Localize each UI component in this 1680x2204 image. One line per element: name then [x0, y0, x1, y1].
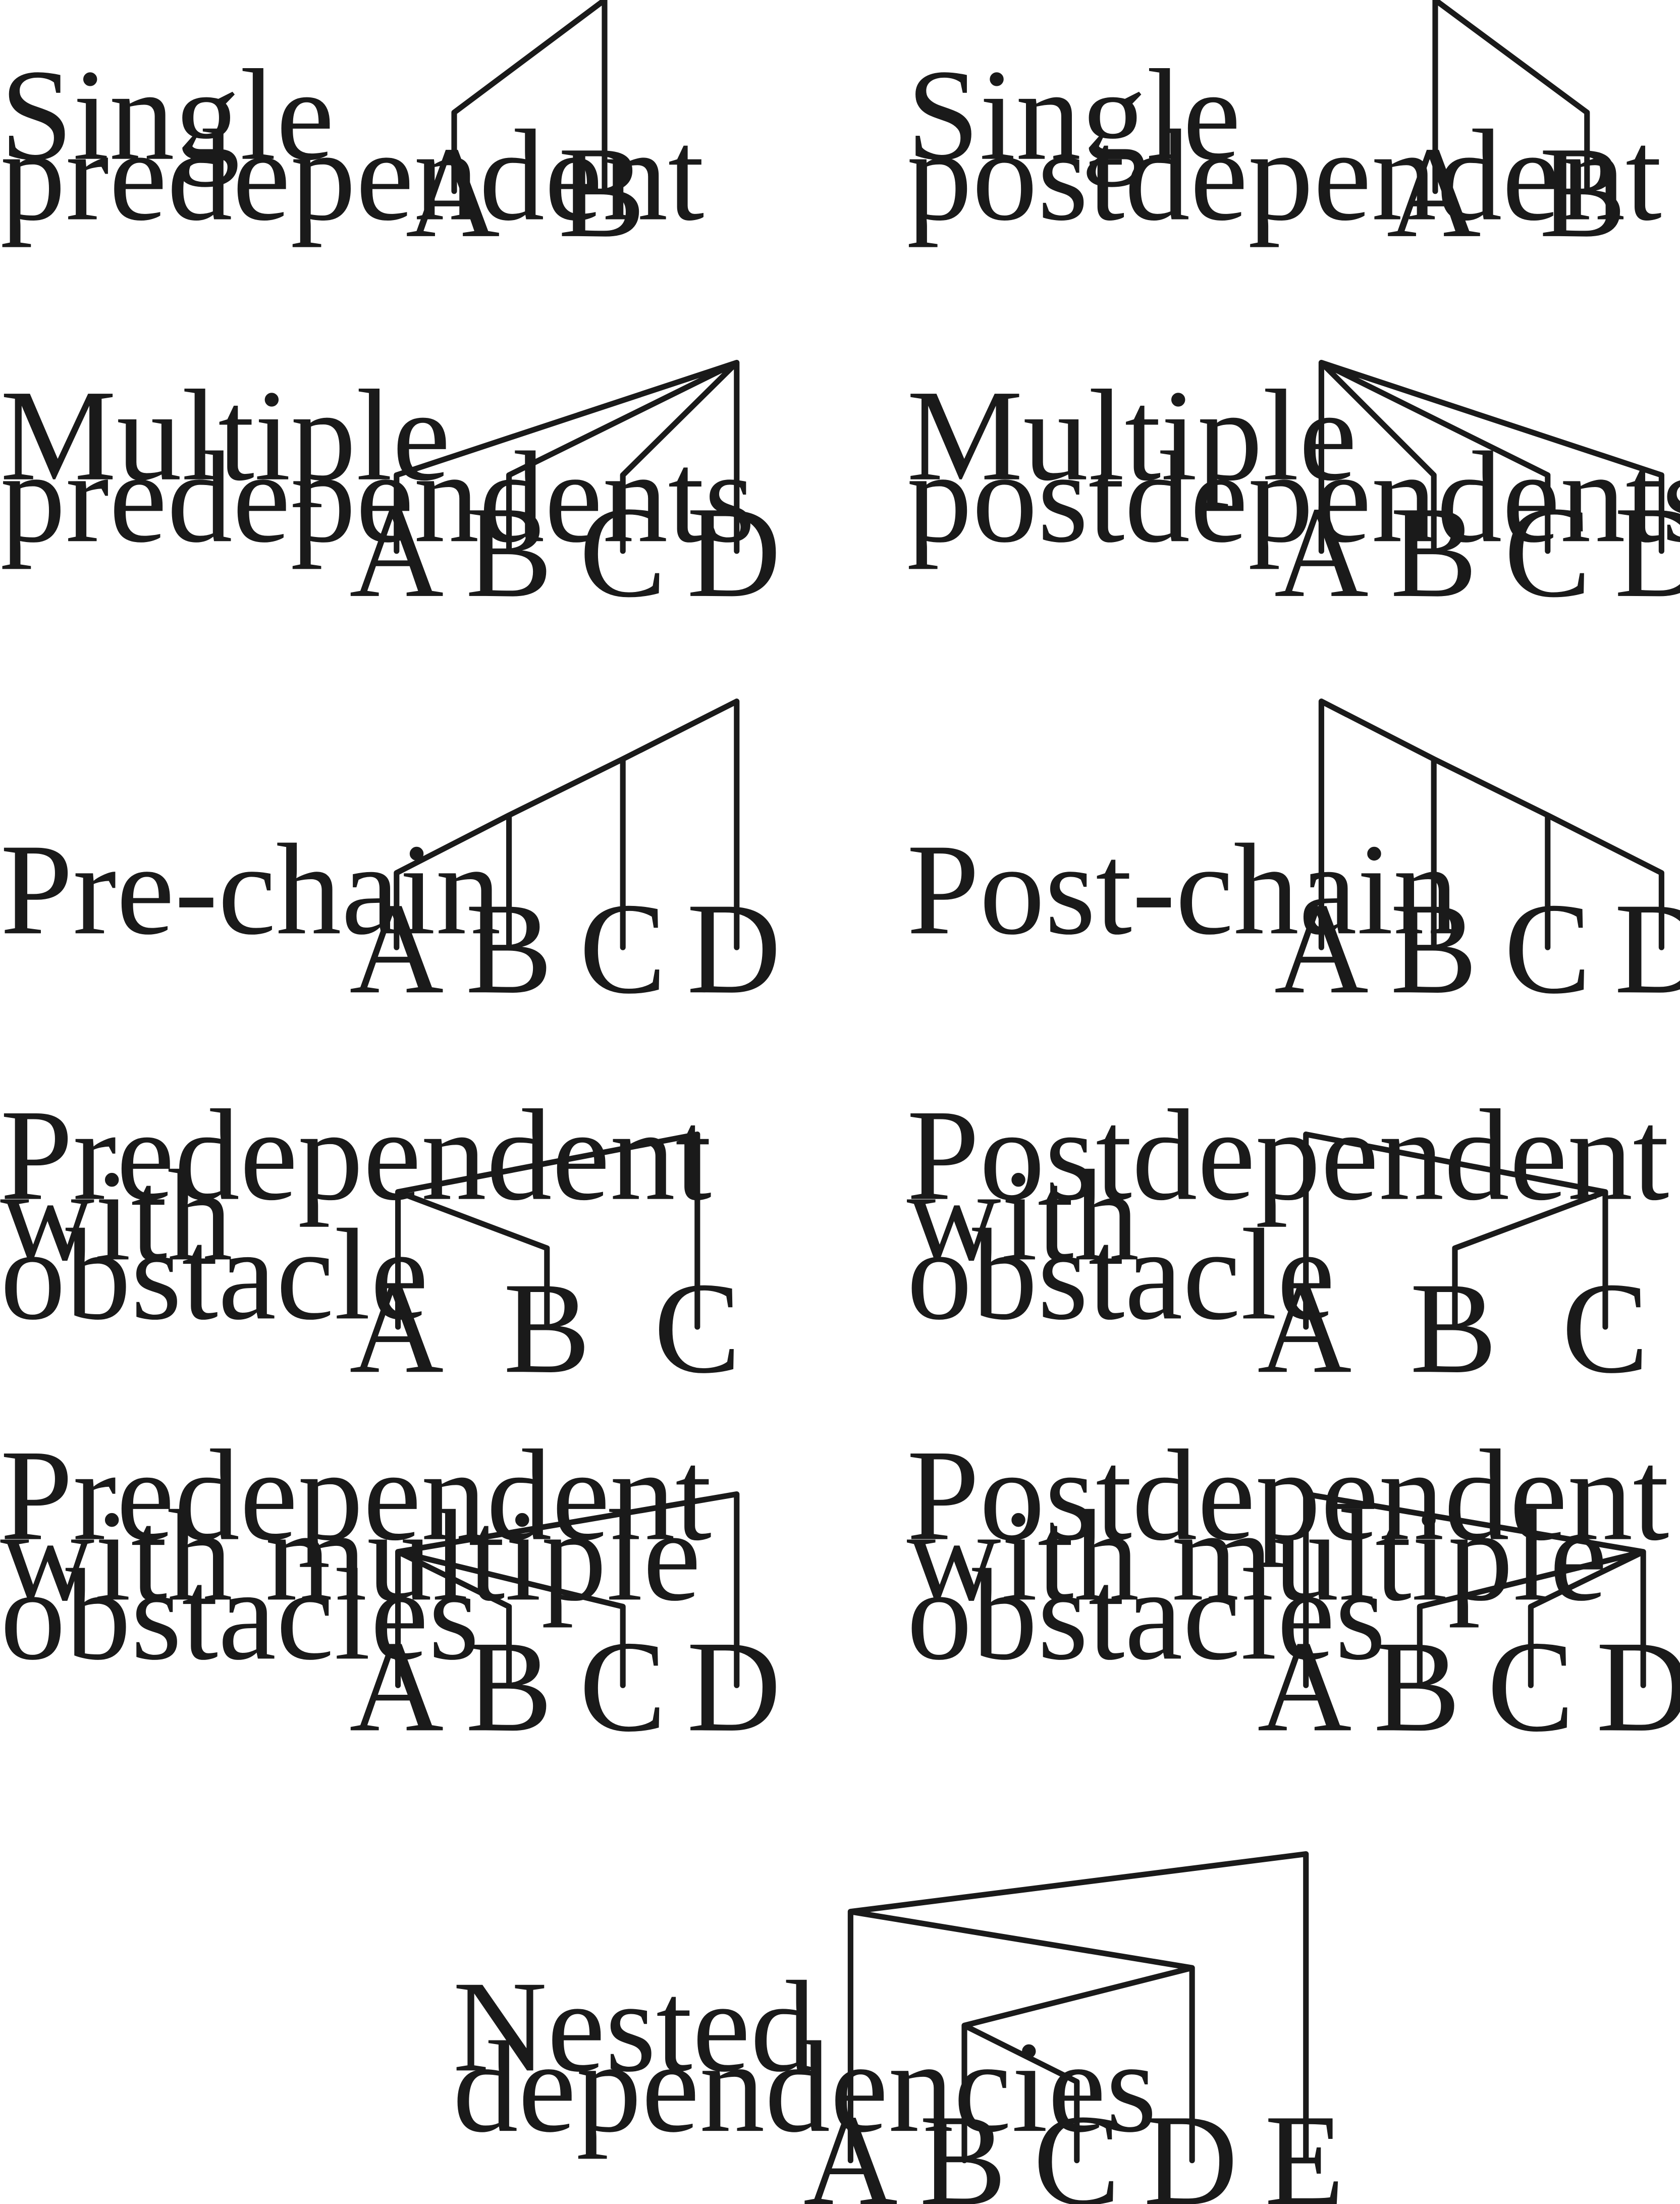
node-label: B: [1539, 120, 1627, 265]
label-line: Post-chain: [907, 817, 1458, 962]
node-label: D: [687, 876, 781, 1021]
label-line: Single: [0, 43, 334, 188]
diagram-predependent-with-multiple-obstacles: Predependent with multiple obstacles A B…: [0, 1423, 781, 1759]
node-label: C: [1504, 876, 1591, 1021]
diagram-label: Post-chain: [907, 817, 1458, 962]
diagram-pre-chain: Pre-chain A B C D: [0, 698, 781, 1021]
label-line: Nested: [453, 1954, 816, 2099]
label-line: with: [0, 1143, 232, 1288]
diagram-single-predependent: Single predependent A B: [0, 0, 704, 265]
tree-edges: [395, 1491, 740, 1688]
tree-edges: [1303, 1131, 1608, 1330]
node-label: B: [1390, 876, 1478, 1021]
node-label: C: [579, 876, 667, 1021]
node-label: B: [919, 2088, 1007, 2204]
label-line: Postdependent: [907, 1083, 1670, 1228]
node-label: C: [1562, 1256, 1649, 1401]
node-label: D: [1596, 1614, 1680, 1759]
diagram-post-chain: Post-chain A B C D: [907, 698, 1680, 1021]
diagram-single-postdependent: Single postdependent A B: [907, 0, 1662, 265]
node-label: A: [406, 120, 500, 265]
tree-edges: [394, 359, 740, 554]
label-line: Predependent: [0, 1423, 712, 1568]
node-label: A: [349, 480, 444, 625]
diagram-label: Pre-chain: [0, 817, 501, 962]
node-label: B: [465, 1614, 553, 1759]
label-line: predependents: [0, 425, 755, 570]
diagram-label: Multiple postdependents: [907, 363, 1680, 570]
diagram-multiple-postdependents: Multiple postdependents A B C D: [907, 359, 1680, 625]
label-line: predependent: [0, 103, 704, 248]
diagram-postdependent-with-multiple-obstacles: Postdependent with multiple obstacles A …: [907, 1423, 1680, 1759]
node-label: A: [803, 2088, 898, 2204]
node-label: A: [1257, 1614, 1351, 1759]
label-line: obstacle: [907, 1202, 1335, 1347]
node-label: E: [1265, 2088, 1344, 2204]
diagram-label: Nested dependencies: [453, 1954, 1157, 2160]
label-line: postdependents: [907, 425, 1680, 570]
node-label: A: [349, 876, 444, 1021]
tree-edges: [1432, 0, 1590, 194]
tree-edges: [1318, 359, 1664, 554]
label-line: with: [907, 1143, 1139, 1288]
label-line: Multiple: [0, 363, 450, 508]
node-label: B: [1390, 480, 1478, 625]
diagram-label: Predependent with multiple obstacles: [0, 1423, 744, 1688]
diagram-nested-dependencies: Nested dependencies A B C D E: [453, 1851, 1344, 2204]
node-label: C: [579, 480, 667, 625]
node-label: A: [349, 1614, 444, 1759]
node-label: A: [1274, 876, 1369, 1021]
node-label: A: [349, 1256, 444, 1401]
node-label: C: [1033, 2088, 1120, 2204]
node-label: C: [1504, 480, 1591, 625]
node-label: A: [1257, 1256, 1351, 1401]
node-label: B: [503, 1256, 590, 1401]
label-line: Single: [907, 43, 1241, 188]
node-label: D: [1614, 480, 1680, 625]
label-line: obstacle: [0, 1202, 428, 1347]
node-label: B: [465, 876, 553, 1021]
diagram-label: Single postdependent: [907, 43, 1662, 248]
tree-edges: [451, 0, 608, 194]
node-label: D: [1144, 2088, 1238, 2204]
tree-edges: [1318, 698, 1664, 950]
label-line: Pre-chain: [0, 817, 501, 962]
node-label: B: [1410, 1256, 1497, 1401]
diagram-postdependent-with-obstacle: Postdependent with obstacle A B C: [907, 1083, 1680, 1401]
tree-edges: [395, 1131, 700, 1330]
tree-edges: [847, 1851, 1309, 2164]
node-label: D: [1614, 876, 1680, 1021]
label-line: Postdependent: [907, 1423, 1670, 1568]
tree-edges: [394, 698, 740, 950]
label-line: with multiple: [907, 1483, 1608, 1628]
node-label: C: [654, 1256, 741, 1401]
node-label: B: [1373, 1614, 1460, 1759]
node-label: B: [558, 120, 645, 265]
label-line: with multiple: [0, 1483, 701, 1628]
node-label: A: [1387, 120, 1481, 265]
diagram-predependent-with-obstacle: Predependent with obstacle A B C: [0, 1083, 741, 1401]
node-label: C: [1487, 1614, 1575, 1759]
label-line: postdependent: [907, 103, 1662, 248]
diagram-label: Multiple predependents: [0, 363, 755, 570]
node-label: D: [687, 480, 781, 625]
diagram-multiple-predependents: Multiple predependents A B C D: [0, 359, 781, 625]
node-label: C: [579, 1614, 667, 1759]
label-line: dependencies: [453, 2015, 1157, 2160]
tree-edges: [1303, 1491, 1646, 1688]
node-label: B: [465, 480, 553, 625]
node-label: A: [1274, 480, 1369, 625]
label-line: Multiple: [907, 363, 1357, 508]
node-label: D: [687, 1614, 781, 1759]
diagram-label: Single predependent: [0, 43, 704, 248]
diagram-label: Postdependent with obstacle: [907, 1083, 1680, 1348]
